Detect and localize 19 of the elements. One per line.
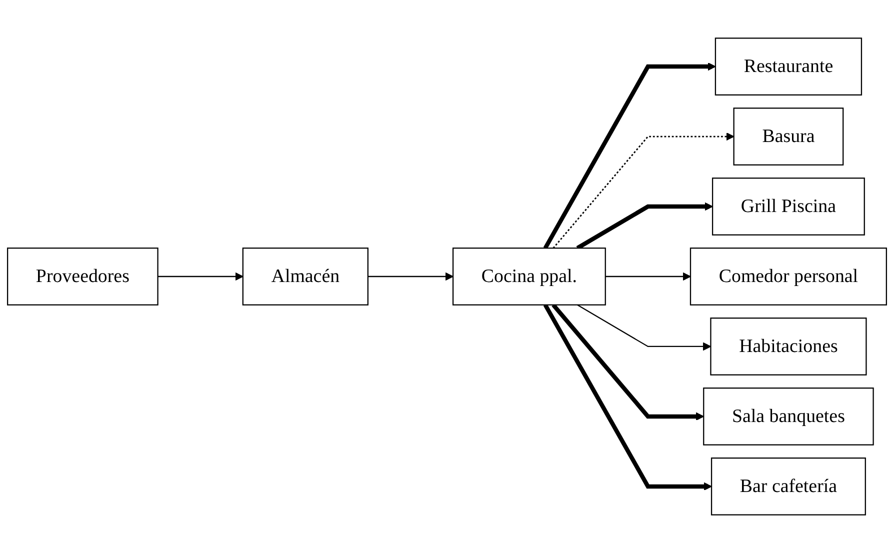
arrow: [605, 272, 691, 281]
arrow: [577, 304, 712, 351]
arrow: [552, 304, 704, 421]
node-box: Habitaciones: [710, 318, 867, 376]
node-box: Restaurante: [714, 38, 862, 96]
node-box: Proveedores: [7, 248, 158, 306]
arrow: [552, 132, 734, 249]
node-box: Comedor personal: [690, 248, 887, 306]
node-box: Bar cafetería: [710, 458, 866, 516]
node-box: Sala banquetes: [703, 388, 874, 446]
arrow: [576, 202, 713, 250]
arrow: [543, 304, 712, 491]
node-box: Basura: [733, 108, 844, 166]
arrow: [543, 62, 716, 250]
node-box: Cocina ppal.: [452, 248, 606, 306]
arrow: [158, 272, 244, 281]
node-box: Almacén: [242, 248, 368, 306]
arrow: [368, 272, 454, 281]
node-box: Grill Piscina: [712, 178, 865, 236]
